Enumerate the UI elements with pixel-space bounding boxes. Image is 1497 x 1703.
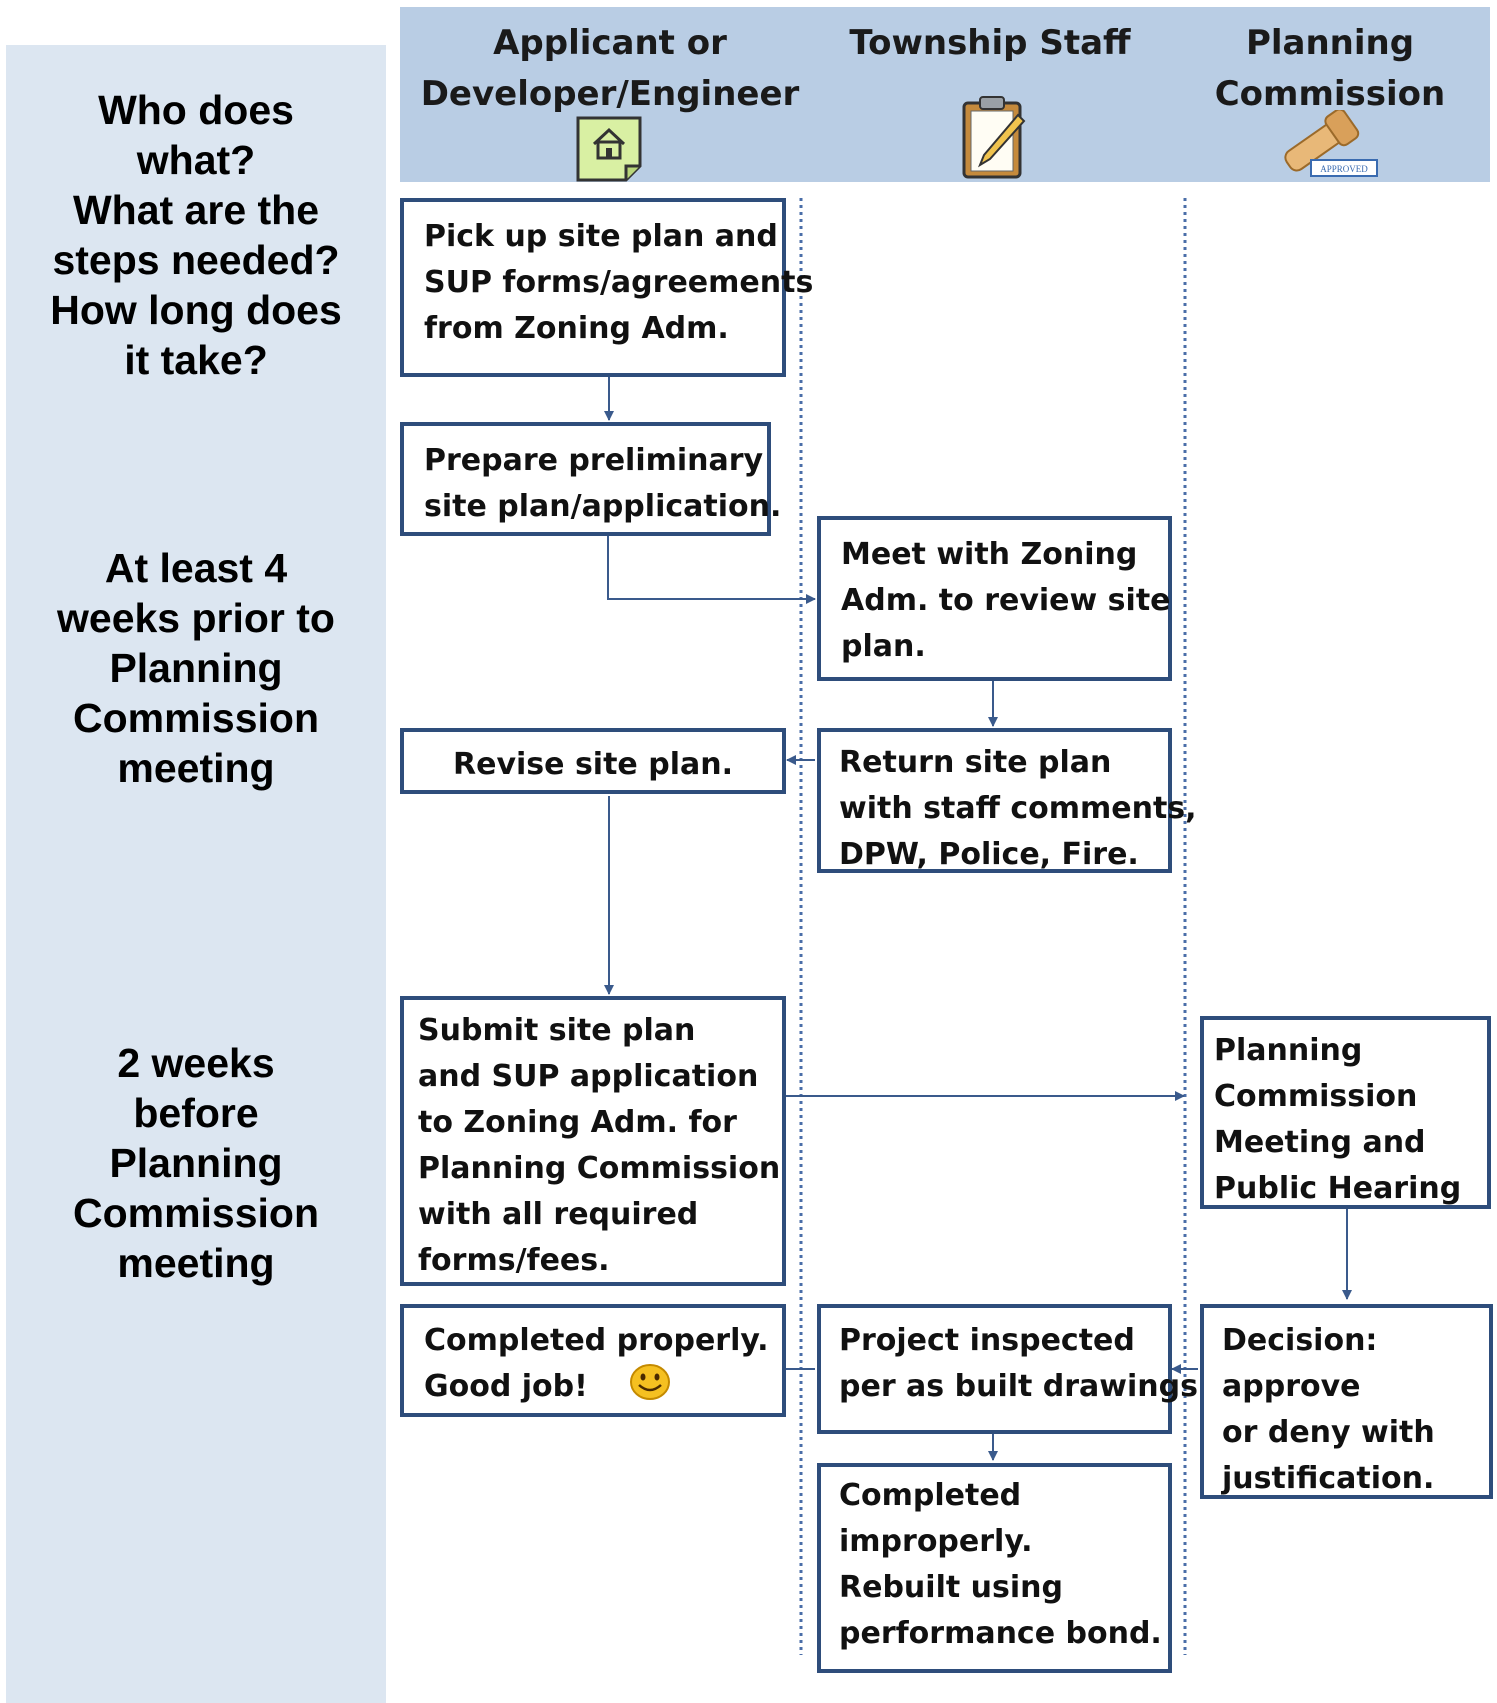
step-decision: Decision: approve or deny with justifica… xyxy=(1200,1304,1493,1499)
clipboard-pencil-icon xyxy=(962,96,1026,179)
step-pickup-forms: Pick up site plan and SUP forms/agreemen… xyxy=(400,198,813,377)
house-note-icon xyxy=(576,116,642,182)
step-project-inspected: Project inspected per as built drawings xyxy=(817,1304,1198,1434)
lane-title-applicant: Applicant or Developer/Engineer xyxy=(420,23,800,114)
arrow-prepare-to-meet xyxy=(607,536,816,604)
step-completed-improperly: Completed improperly. Rebuilt using perf… xyxy=(817,1463,1172,1673)
step-planning-commission-meeting: Planning Commission Meeting and Public H… xyxy=(1200,1016,1491,1209)
sidebar-timing-four-weeks: At least 4 weeks prior to Planning Commi… xyxy=(57,545,335,791)
timeline-sidebar xyxy=(6,45,386,1703)
step-return-with-comments: Return site plan with staff comments, DP… xyxy=(817,728,1197,873)
lane-title-commission: Planning Commission xyxy=(1214,23,1446,114)
sidebar-question-text: Who does what? What are the steps needed… xyxy=(50,87,342,383)
step-meet-zoning-admin: Meet with Zoning Adm. to review site pla… xyxy=(817,516,1172,681)
step-completed-properly: Completed properly. Good job! xyxy=(400,1304,786,1417)
step-submit-site-plan: Submit site plan and SUP application to … xyxy=(400,996,786,1286)
lane-title-staff: Township Staff xyxy=(849,23,1131,63)
step-prepare-application: Prepare preliminary site plan/applicatio… xyxy=(400,422,781,536)
smiley-face-icon xyxy=(630,1364,670,1400)
sidebar-timing-two-weeks: 2 weeks before Planning Commission meeti… xyxy=(72,1040,320,1286)
step-revise-site-plan: Revise site plan. xyxy=(400,728,786,794)
approved-stamp-text: APPROVED xyxy=(1320,164,1368,174)
approved-stamp-icon: APPROVED xyxy=(1284,110,1378,177)
